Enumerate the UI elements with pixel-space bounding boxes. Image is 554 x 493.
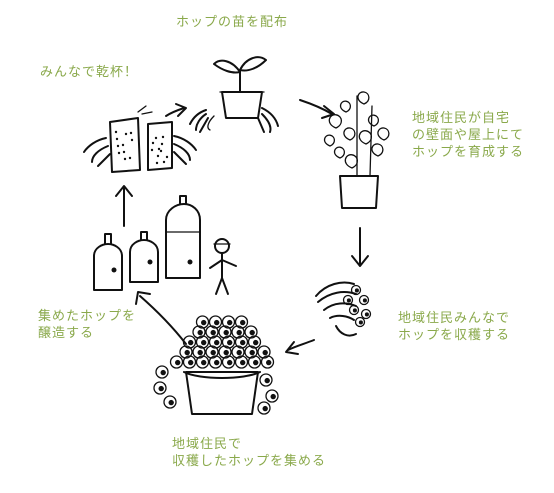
cycle-arrow: [165, 107, 185, 117]
hop-cone-mark: [218, 325, 232, 339]
hop-leaf-mark: [339, 100, 352, 113]
hop-cone-mark: [221, 315, 236, 329]
cycle-arrow: [299, 99, 333, 115]
hop-cone-mark: [163, 395, 177, 409]
hop-cone-mark: [348, 304, 360, 316]
hop-cone-mark: [195, 335, 210, 349]
hop-cone-mark: [195, 355, 210, 369]
hop-basket-icon: [153, 315, 279, 415]
caption-line: 地域住民みんなで: [398, 311, 511, 326]
harvest-hand-icon: [315, 281, 372, 337]
hop-cone-mark: [179, 345, 193, 359]
hop-cone-mark: [192, 345, 206, 359]
potted-hop-plant-icon: [323, 91, 390, 209]
caption-line: 地域住民で: [172, 437, 243, 452]
hop-leaf-mark: [377, 127, 390, 141]
hop-cone-mark: [182, 355, 197, 369]
hop-cone-mark: [247, 355, 262, 369]
caption-line: 収穫したホップを集める: [172, 454, 327, 469]
beer-toast-icon: [83, 105, 197, 173]
hop-cone-mark: [259, 373, 273, 387]
cycle-arrow: [139, 295, 187, 345]
seedling-pot-icon: [189, 56, 279, 133]
hop-cone-mark: [244, 325, 258, 339]
brewery-tanks-icon: [93, 195, 237, 295]
hop-cone-mark: [350, 284, 362, 296]
hop-cone-mark: [354, 316, 366, 328]
hop-leaf-mark: [328, 114, 343, 129]
hop-cone-mark: [234, 355, 249, 369]
hop-leaf-mark: [358, 130, 373, 145]
caption-brew: 集めたホップを 醸造する: [38, 308, 136, 342]
hop-leaf-mark: [357, 91, 370, 105]
hop-leaf-mark: [371, 143, 384, 157]
hop-leaf-mark: [367, 114, 380, 127]
caption-line: ホップを収穫する: [398, 328, 511, 343]
hop-cone-mark: [205, 325, 219, 339]
caption-collect: 地域住民で 収穫したホップを集める: [172, 436, 326, 470]
hop-cone-mark: [360, 308, 372, 320]
caption-line: ホップを育成する: [412, 145, 525, 160]
hop-cone-mark: [221, 355, 236, 369]
hop-cone-mark: [234, 335, 249, 349]
cycle-arrow: [287, 339, 315, 351]
hop-cone-mark: [153, 381, 167, 395]
caption-line: 醸造する: [38, 326, 95, 341]
hop-cone-mark: [257, 401, 271, 415]
hop-cone-mark: [218, 345, 232, 359]
hop-cone-mark: [205, 345, 219, 359]
hop-cone-mark: [231, 325, 245, 339]
caption-grow: 地域住民が自宅 の壁面や屋上にて ホップを育成する: [412, 110, 524, 161]
caption-harvest: 地域住民みんなで ホップを収穫する: [398, 310, 510, 344]
caption-line: 地域住民が自宅: [412, 111, 511, 126]
hop-cone-mark: [247, 335, 262, 349]
hop-leaf-mark: [333, 146, 346, 159]
caption-line: 集めたホップを: [38, 309, 137, 324]
hop-cone-mark: [155, 365, 169, 379]
hop-cone-mark: [231, 345, 245, 359]
hop-cone-mark: [234, 315, 249, 329]
hop-cone-mark: [244, 345, 258, 359]
caption-line: ホップの苗を配布: [176, 15, 289, 30]
caption-line: の壁面や屋上にて: [412, 128, 525, 143]
caption-line: みんなで乾杯！: [40, 65, 139, 80]
hop-cone-mark: [192, 325, 206, 339]
hop-cone-mark: [195, 315, 210, 329]
hop-cone-mark: [221, 335, 236, 349]
caption-distribute: ホップの苗を配布: [176, 14, 288, 31]
hop-cone-mark: [208, 355, 223, 369]
hop-leaf-mark: [343, 127, 356, 141]
hop-cone-mark: [208, 315, 223, 329]
hop-leaf-mark: [344, 154, 359, 169]
hop-leaf-mark: [323, 134, 336, 147]
hop-cone-mark: [342, 294, 354, 306]
hop-cone-mark: [358, 294, 370, 306]
hop-cone-mark: [169, 355, 184, 369]
hop-cone-mark: [265, 389, 279, 403]
caption-toast: みんなで乾杯！: [40, 64, 138, 81]
hop-cone-mark: [257, 345, 271, 359]
hop-cone-mark: [208, 335, 223, 349]
hop-cone-mark: [260, 355, 275, 369]
